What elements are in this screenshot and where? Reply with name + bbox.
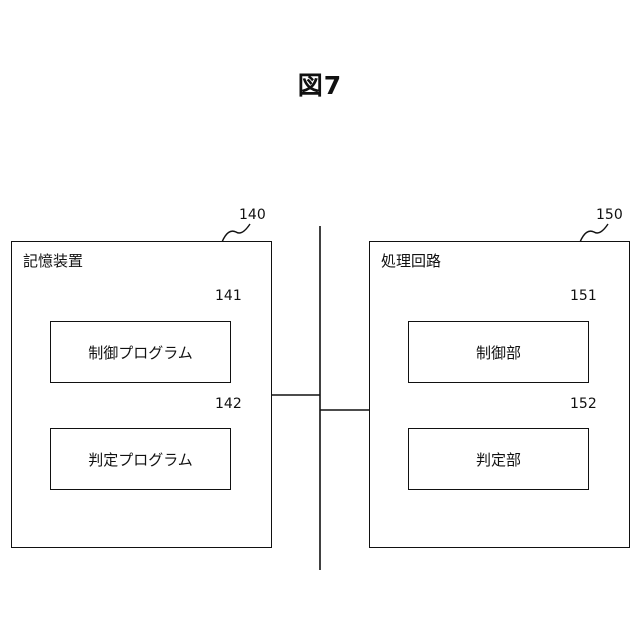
ref-number-141: 141 (215, 288, 242, 304)
leader-140 (222, 224, 250, 242)
judgment-program-box: 判定プログラム (50, 428, 231, 490)
judgment-program-label: 判定プログラム (88, 449, 193, 470)
control-unit-label: 制御部 (476, 342, 521, 363)
ref-number-140: 140 (239, 207, 266, 223)
judgment-unit-box: 判定部 (408, 428, 589, 490)
leader-150 (580, 224, 608, 242)
ref-number-152: 152 (570, 396, 597, 412)
storage-device-label: 記憶装置 (23, 250, 83, 271)
ref-number-151: 151 (570, 288, 597, 304)
judgment-unit-label: 判定部 (476, 449, 521, 470)
control-unit-box: 制御部 (408, 321, 589, 383)
ref-number-150: 150 (596, 207, 623, 223)
figure-title: 図7 (0, 66, 640, 102)
control-program-label: 制御プログラム (88, 342, 193, 363)
ref-number-142: 142 (215, 396, 242, 412)
processing-circuit-label: 処理回路 (381, 250, 441, 271)
control-program-box: 制御プログラム (50, 321, 231, 383)
